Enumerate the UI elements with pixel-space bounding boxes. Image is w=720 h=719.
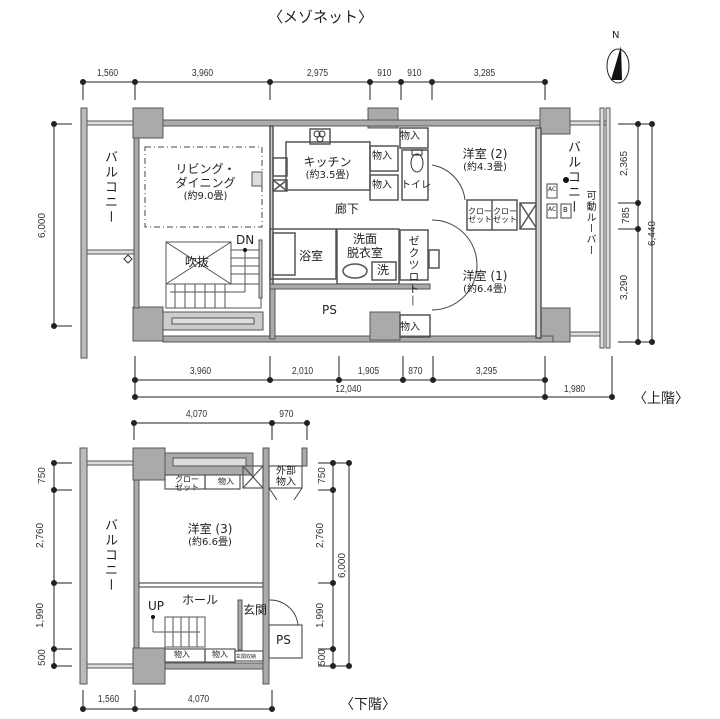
ac-label-2: AC [548,206,557,213]
stairs-down-label: DN [236,233,255,247]
lower-dim-right-3: 1,990 [315,602,327,629]
dim-top-1: 1,560 [96,68,119,79]
lower-dim-right-total: 6,000 [337,552,349,579]
washer-label: 洗 [377,263,390,277]
bedroom3-label: 洋室 (3) (約6.6畳) [175,522,245,548]
lower-closet-label: クローゼット [175,475,199,493]
washroom-line2: 脱衣室 [346,245,383,260]
hall-label: ホール [182,593,219,607]
ps-label-lower: PS [276,633,291,647]
dim-right-total: 6,440 [647,220,659,247]
dim-bottom-1: 3,960 [189,366,212,377]
storage-label-4: 物入 [400,322,420,333]
entrance-label: 玄関 [243,603,268,617]
dim-bottom-5: 3,295 [475,366,498,377]
bedroom1-name: 洋室 (1) [462,269,508,283]
closet-label-b: クローゼット [493,207,517,225]
lower-dim-bottom-2: 4,070 [187,694,210,705]
lower-floor-label: 〈下階〉 [340,697,396,713]
dim-top-4: 910 [377,68,392,79]
ac-label-1: AC [548,186,557,193]
toilet-label: トイレ [401,180,431,191]
compass-label: N [612,30,620,41]
dim-top-3: 2,975 [306,68,329,79]
lower-dim-left-4: 500 [36,649,48,666]
page-title: 〈メゾネット〉 [268,8,374,26]
hallway-label: 廊下 [335,202,360,216]
ps-label-upper: PS [322,303,337,317]
lower-dim-right-1: 750 [316,467,328,484]
bedroom2-size: (約4.3畳) [463,161,507,173]
bedroom3-name: 洋室 (3) [187,522,233,536]
north-compass-icon: N [598,30,638,86]
dim-top-6: 3,285 [473,68,496,79]
kitchen-label: キッチン (約3.5畳) [290,155,365,181]
dim-right-2: 785 [620,207,632,224]
b-unit-label: B [563,206,568,214]
lower-dim-top-2: 970 [279,409,294,420]
living-dining-label: リビング・ ダイニング (約9.0畳) [168,162,243,202]
storage-label-3: 物入 [372,180,392,191]
upper-floor-label: 〈上階〉 [633,391,689,407]
outside-storage-label: 外部物入 [276,466,296,488]
bedroom1-label: 洋室 (1) (約6.4畳) [450,269,520,295]
storage-label-2: 物入 [372,151,392,162]
lower-storage-top-label: 物入 [218,477,234,486]
living-size: (約9.0畳) [183,190,228,202]
dim-bottom-4: 870 [408,366,423,377]
lower-storage-b2-label: 物入 [212,650,228,659]
lower-dim-bottom-1: 1,560 [97,694,120,705]
washroom-label: 洗面 脱衣室 [345,232,385,261]
storage-label-1: 物入 [400,131,420,142]
closet-label-a: クローゼット [468,207,492,225]
bath-label: 浴室 [299,249,324,263]
dim-left-upper: 6,000 [37,212,49,239]
upper-balcony-left-label: バルコニー [102,150,117,225]
lower-dim-left-1: 750 [36,467,48,484]
lower-dim-left-2: 2,760 [35,522,47,549]
dim-top-2: 3,960 [191,68,214,79]
dim-total-2: 1,980 [563,384,586,395]
void-label: 吹抜 [185,255,210,269]
upper-balcony-right-label: バルコニー [565,140,580,215]
shoe-box-label: 玄関収納 [236,654,257,660]
dim-right-3: 3,290 [619,274,631,301]
living-line2: ダイニング [175,175,236,190]
dim-bottom-3: 1,905 [357,366,380,377]
lower-storage-b1-label: 物入 [174,650,190,659]
stairs-up-label: UP [148,599,165,613]
washroom-line1: 洗面 [352,232,377,246]
kitchen-name: キッチン [303,155,352,169]
living-line1: リビング・ [175,162,236,176]
lower-dim-right-2: 2,760 [315,522,327,549]
lower-dim-left-3: 1,990 [35,602,47,629]
movable-louver-label: 可動ルーバー [584,190,595,256]
lower-dim-top-1: 4,070 [185,409,208,420]
dim-top-5: 910 [407,68,422,79]
lower-balcony-label: バルコニー [102,518,117,593]
bedroom1-size: (約6.4畳) [463,283,507,295]
dim-total-1: 12,040 [335,384,362,395]
dim-right-1: 2,365 [619,150,631,177]
walk-in-closet-label: ゼクツロト— [407,235,420,307]
bedroom2-name: 洋室 (2) [462,147,508,161]
bedroom3-size: (約6.6畳) [188,536,232,548]
lower-dim-right-4: 500 [316,649,328,666]
dim-bottom-2: 2,010 [291,366,314,377]
kitchen-size: (約3.5畳) [305,169,350,181]
bedroom2-label: 洋室 (2) (約4.3畳) [450,147,520,173]
